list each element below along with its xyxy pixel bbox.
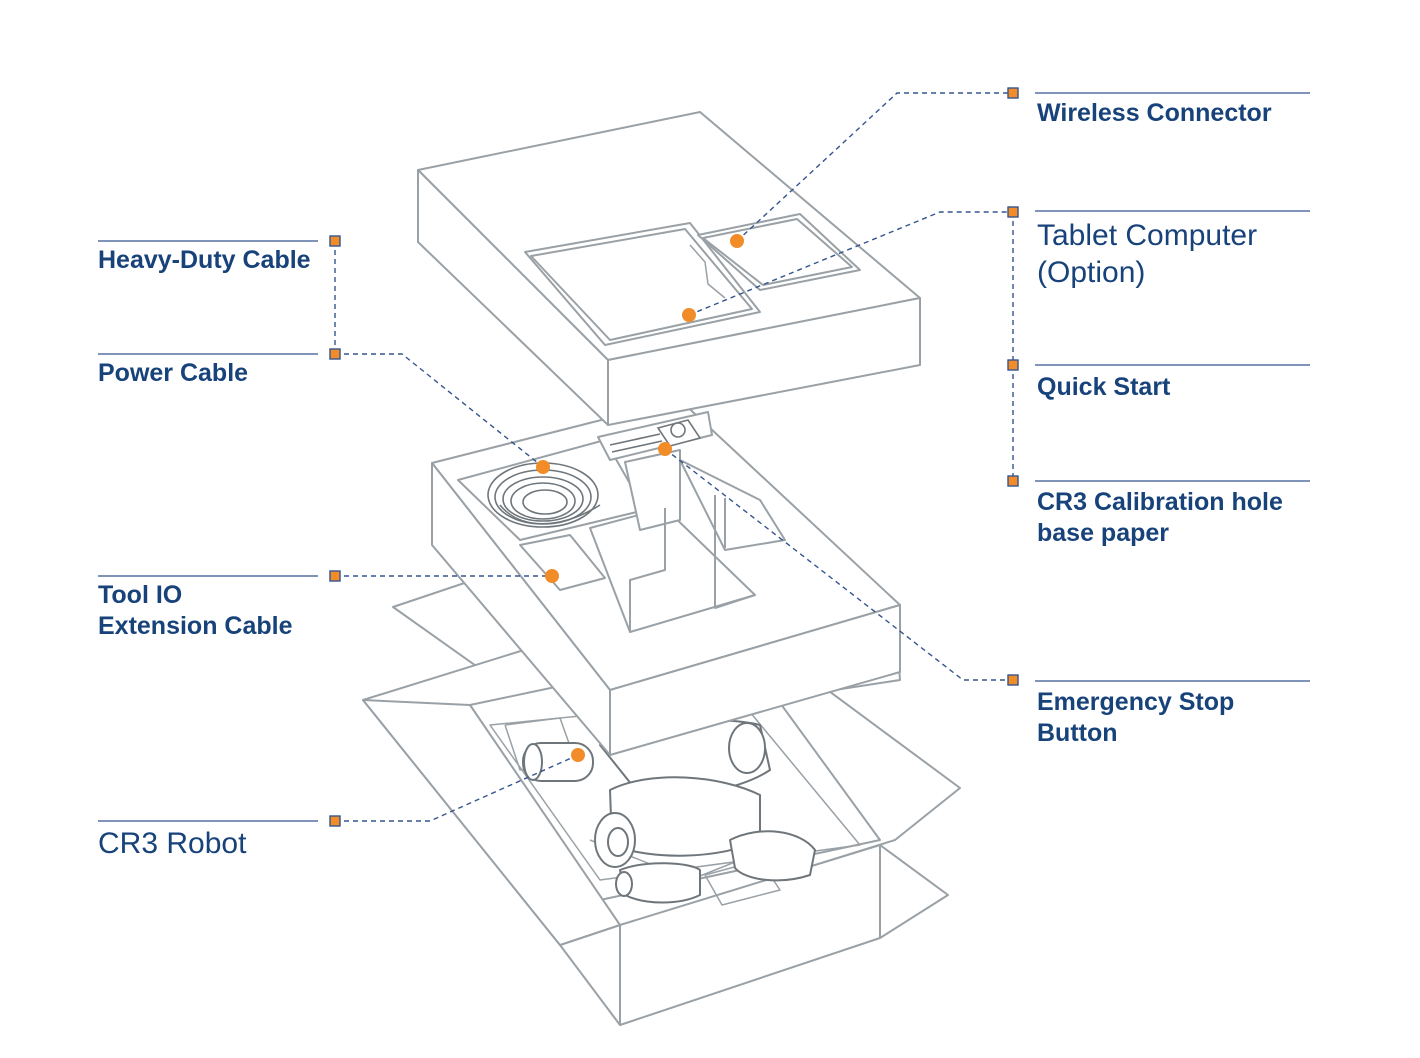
marker-power-cable (329, 348, 341, 360)
label-quick-start: Quick Start (1037, 372, 1170, 403)
label-line: CR3 Calibration hole (1037, 488, 1283, 516)
label-line: Emergency Stop (1037, 688, 1235, 716)
marker-emergency-stop (1007, 674, 1019, 686)
label-power-cable: Power Cable (98, 358, 248, 389)
marker-quick-start (1007, 359, 1019, 371)
callout-dots (536, 234, 744, 762)
foam-tray (431, 399, 901, 756)
dot-cr3-robot (571, 748, 585, 762)
label-tablet-computer: Tablet Computer (Option) (1037, 218, 1257, 291)
label-tool-io-cable: Tool IO Extension Cable (98, 580, 293, 641)
label-emergency-stop: Emergency Stop Button (1037, 687, 1234, 748)
label-line: Quick Start (1037, 373, 1171, 401)
label-line: base paper (1037, 518, 1170, 547)
label-line: (Option) (1037, 255, 1146, 289)
top-lid (417, 111, 921, 426)
dot-power-cable (536, 460, 550, 474)
label-line: Wireless Connector (1037, 99, 1272, 127)
emergency-stop-device (609, 419, 702, 453)
dot-tool-io-cable (545, 569, 559, 583)
marker-wireless-connector (1007, 87, 1019, 99)
label-line: Power Cable (98, 359, 249, 387)
label-line: Tablet Computer (1037, 219, 1258, 252)
label-cr3-robot: CR3 Robot (98, 826, 246, 863)
dot-tablet-computer (682, 308, 696, 322)
marker-tablet-computer (1007, 206, 1019, 218)
dot-wireless-connector (730, 234, 744, 248)
dot-emergency-stop (658, 442, 672, 456)
label-line: Tool IO (98, 581, 183, 609)
marker-calibration-paper (1007, 475, 1019, 487)
marker-cr3-robot (329, 815, 341, 827)
marker-squares (329, 87, 1019, 827)
marker-tool-io-cable (329, 570, 341, 582)
label-line: Button (1037, 718, 1118, 747)
label-line: Extension Cable (98, 611, 293, 640)
label-heavy-duty-cable: Heavy-Duty Cable (98, 245, 311, 276)
marker-heavy-duty-cable (329, 235, 341, 247)
label-underlines (98, 92, 1310, 822)
label-calibration-paper: CR3 Calibration hole base paper (1037, 487, 1283, 548)
label-wireless-connector: Wireless Connector (1037, 98, 1272, 129)
leader-lines (334, 92, 1014, 822)
label-line: CR3 Robot (98, 827, 247, 860)
label-line: Heavy-Duty Cable (98, 246, 311, 274)
